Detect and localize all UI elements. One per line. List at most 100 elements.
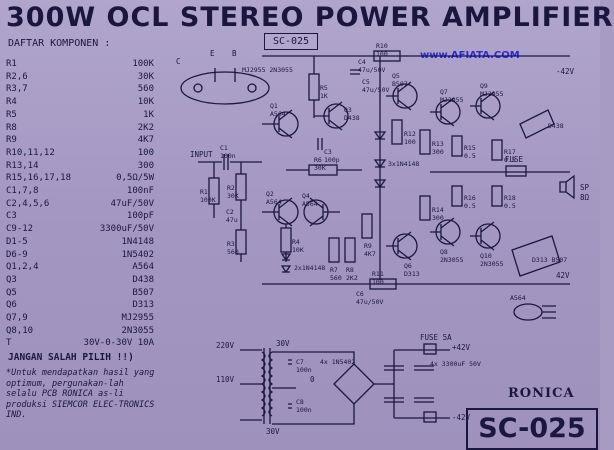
part-ref: R2,6 bbox=[6, 71, 28, 82]
part-ref: T bbox=[6, 338, 12, 349]
component-value-r1: 100K bbox=[200, 196, 216, 204]
component-ref-r14: R14 bbox=[432, 206, 444, 214]
part-value: 1K bbox=[143, 109, 154, 120]
component-value-q5: B507 bbox=[392, 80, 408, 88]
d438-package-label: D438 bbox=[548, 122, 564, 130]
component-value-r5: 1K bbox=[320, 92, 328, 100]
part-ref: Q5 bbox=[6, 287, 17, 298]
component-ref-r7: R7 bbox=[330, 266, 338, 274]
component-value-r16: 0.5 bbox=[464, 202, 476, 210]
a564-package-icon bbox=[513, 303, 543, 321]
circuit-diagram: INPUT FUSE SP 8Ω -42V 42V 220V 110V 30V … bbox=[176, 42, 590, 436]
part-ref: R9 bbox=[6, 135, 17, 146]
part-value: 4K7 bbox=[137, 135, 154, 146]
component-ref-r12: R12 bbox=[404, 130, 416, 138]
to3-package-icon bbox=[180, 71, 270, 105]
part-ref: C1,7,8 bbox=[6, 186, 39, 197]
part-ref: R3,7 bbox=[6, 84, 28, 95]
component-ref-r17: R17 bbox=[504, 148, 516, 156]
resistor-r17 bbox=[491, 139, 503, 161]
component-value-r4: 10K bbox=[292, 246, 304, 254]
part-ref: R4 bbox=[6, 97, 17, 108]
resistor-r8 bbox=[344, 237, 356, 263]
parts-list-row: D6-9 1N5402 bbox=[6, 249, 154, 262]
component-value-q8: 2N3055 bbox=[440, 256, 464, 264]
to3-pin-b: B bbox=[232, 49, 237, 58]
component-ref-q7: Q7 bbox=[440, 88, 448, 96]
resistor-r5 bbox=[308, 73, 320, 101]
page-title: 300W OCL STEREO POWER AMPLIFIER bbox=[6, 2, 614, 33]
d313-package-label: D313 B507 bbox=[532, 256, 567, 264]
component-value-r8: 2K2 bbox=[346, 274, 358, 282]
speaker-icon bbox=[559, 174, 575, 200]
resistor-r13 bbox=[419, 129, 431, 155]
component-ref-c8: C8 bbox=[296, 398, 304, 406]
component-value-c7: 100n bbox=[296, 366, 312, 374]
component-ref-c7: C7 bbox=[296, 358, 304, 366]
component-ref-q4: Q4 bbox=[302, 192, 310, 200]
component-value-r2: 30K bbox=[227, 192, 239, 200]
component-value-q4: A564 bbox=[302, 200, 318, 208]
resistor-r16 bbox=[451, 185, 463, 207]
part-ref: Q8,10 bbox=[6, 325, 34, 336]
component-value-c3: 100p bbox=[324, 156, 340, 164]
component-value-r10: 100 bbox=[376, 50, 388, 58]
part-value: 1N5402 bbox=[121, 249, 154, 260]
fuse-5a-neg bbox=[423, 411, 437, 423]
part-value: 2N3055 bbox=[121, 325, 154, 336]
component-value-q7: MJ2955 bbox=[440, 96, 464, 104]
component-value-r18: 0.5 bbox=[504, 202, 516, 210]
part-ref: Q3 bbox=[6, 274, 17, 285]
brand-name: RONICA bbox=[508, 386, 575, 401]
parts-list-row: R4 10K bbox=[6, 96, 154, 109]
component-ref-q8: Q8 bbox=[440, 248, 448, 256]
component-ref-q3: Q3 bbox=[344, 106, 352, 114]
mains-220-label: 220V bbox=[216, 341, 235, 350]
d3-d4-label: 3x1N4148 bbox=[388, 160, 419, 168]
fuse-label: FUSE bbox=[505, 155, 524, 164]
component-ref-c2: C2 bbox=[226, 208, 234, 216]
part-ref: Q7,9 bbox=[6, 313, 28, 324]
component-ref-r18: R18 bbox=[504, 194, 516, 202]
to3-pin-e: E bbox=[210, 49, 215, 58]
component-ref-c5: C5 bbox=[362, 78, 370, 86]
component-ref-q1: Q1 bbox=[270, 102, 278, 110]
parts-list-heading: DAFTAR KOMPONEN : bbox=[8, 38, 111, 49]
component-value-r9: 4K7 bbox=[364, 250, 376, 258]
parts-list-row: R9 4K7 bbox=[6, 134, 154, 147]
resistor-r10 bbox=[373, 50, 401, 62]
part-value: 10K bbox=[137, 97, 154, 108]
component-ref-r10: R10 bbox=[376, 42, 388, 50]
resistor-r14 bbox=[419, 195, 431, 221]
component-value-r11: 100 bbox=[372, 278, 384, 286]
resistor-r15 bbox=[451, 135, 463, 157]
input-label: INPUT bbox=[190, 150, 213, 159]
part-ref: D6-9 bbox=[6, 249, 28, 260]
component-ref-q9: Q9 bbox=[480, 82, 488, 90]
part-value: MJ2955 bbox=[121, 313, 154, 324]
component-ref-r15: R15 bbox=[464, 144, 476, 152]
component-ref-c6: C6 bbox=[356, 290, 364, 298]
component-value-q2: A564 bbox=[266, 198, 282, 206]
component-value-r15: 0.5 bbox=[464, 152, 476, 160]
part-ref: D1-5 bbox=[6, 236, 28, 247]
part-ref: R1 bbox=[6, 59, 17, 69]
model-code-badge: SC-025 bbox=[264, 33, 318, 50]
component-ref-r2: R2 bbox=[227, 184, 235, 192]
component-value-r12: 100 bbox=[404, 138, 416, 146]
part-value: D313 bbox=[132, 300, 154, 311]
d1-d2-label: 2x1N4148 bbox=[294, 264, 325, 272]
component-value-q3: D438 bbox=[344, 114, 360, 122]
component-ref-q6: Q6 bbox=[404, 262, 412, 270]
secondary-bottom-label: 30V bbox=[266, 427, 280, 436]
component-ref-r5: R5 bbox=[320, 84, 328, 92]
component-value-c5: 47u/50V bbox=[362, 86, 389, 94]
